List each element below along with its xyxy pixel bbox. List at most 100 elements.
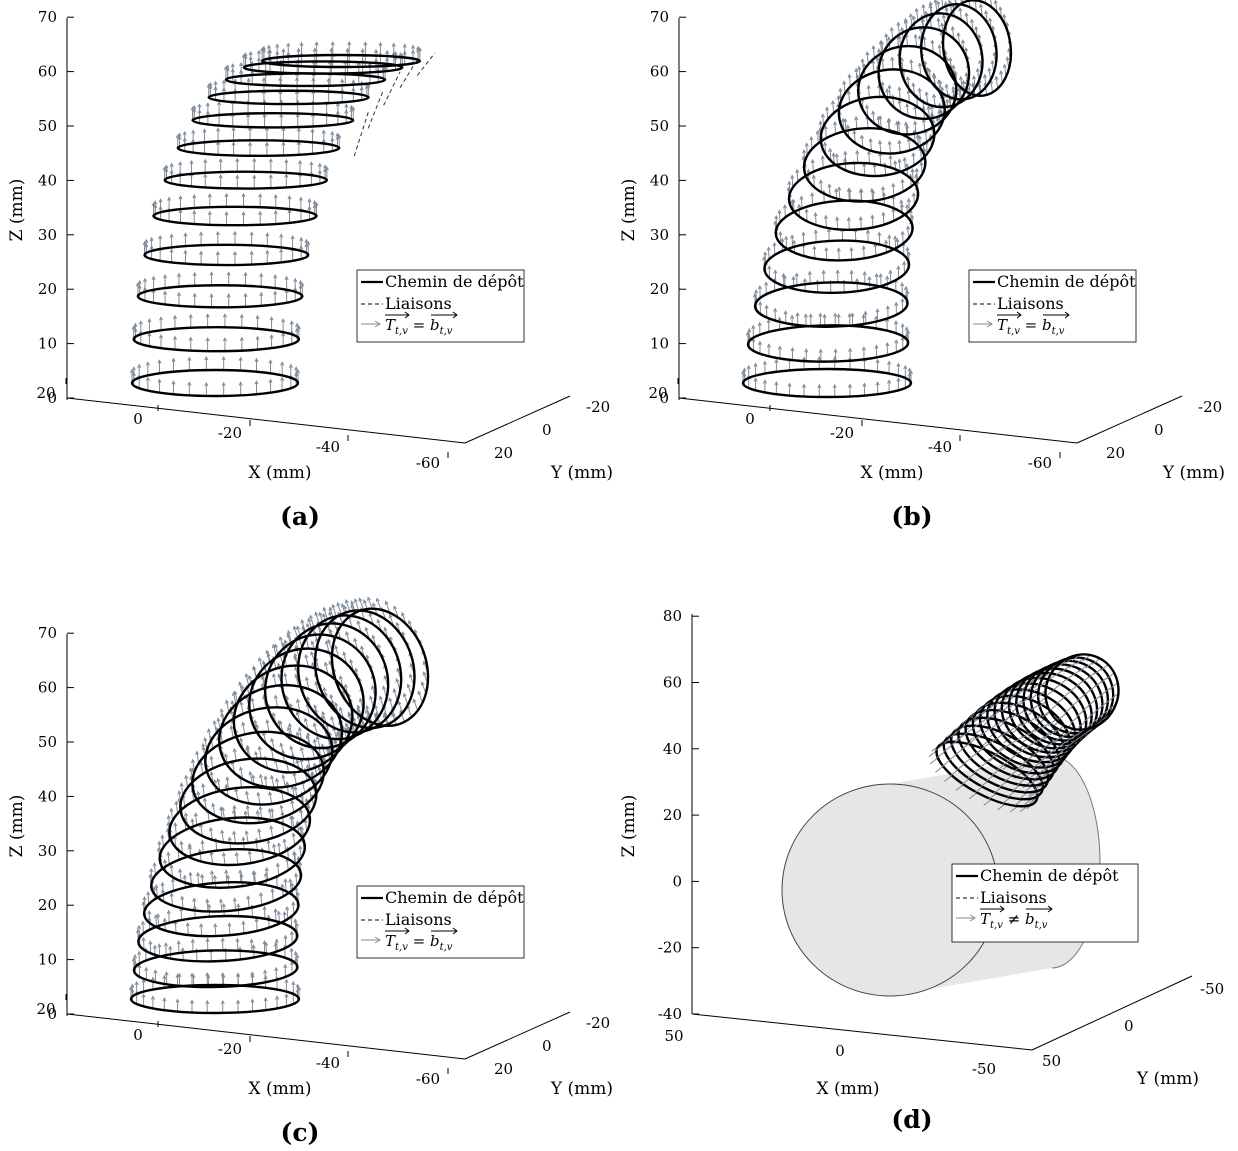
tangent-vector (259, 806, 262, 819)
tangent-vector-head (958, 75, 964, 81)
tangent-vector-head (166, 814, 171, 820)
z-tick-label: -20 (658, 939, 682, 957)
tangent-vector-head (998, 6, 1003, 11)
tangent-vector-head (353, 637, 358, 642)
tangent-vector (1068, 661, 1078, 669)
tangent-vector-head (289, 745, 294, 750)
legend-math-overarrow (997, 311, 1022, 319)
tangent-vector-head (291, 901, 296, 906)
tangent-vector-head (285, 781, 290, 786)
tangent-vector (315, 779, 318, 792)
tangent-vector-head (277, 673, 282, 678)
tangent-vector (1093, 667, 1103, 675)
z-tick-label: 50 (38, 733, 57, 751)
tangent-vector-head (187, 381, 192, 386)
tangent-vector-head (177, 132, 182, 137)
tangent-vector (309, 615, 315, 628)
y-tick-label: 0 (1124, 1017, 1134, 1035)
tangent-vector-head (803, 313, 808, 318)
tangent-vector-head (257, 656, 262, 662)
x-tick-label: 0 (745, 410, 755, 428)
tangent-vector (252, 666, 257, 679)
tangent-vector-head (268, 158, 273, 163)
x-axis-line (691, 1013, 1033, 1051)
tangent-vector (888, 85, 891, 98)
tangent-vector (975, 732, 984, 740)
tangent-vector (1091, 658, 1101, 665)
tangent-vector (965, 727, 974, 735)
tangent-vector-head (221, 806, 226, 812)
tangent-vector-head (147, 910, 152, 915)
tangent-vector-head (151, 201, 156, 207)
tangent-vector-head (961, 79, 966, 85)
tangent-vector (235, 788, 239, 801)
tangent-vector-head (915, 133, 920, 139)
tangent-vector-head (275, 777, 280, 783)
tangent-vector (1047, 719, 1057, 726)
tangent-vector (955, 784, 964, 791)
tangent-vector (813, 175, 815, 188)
tangent-vector-head (187, 842, 192, 848)
tangent-vector-head (903, 19, 908, 24)
tangent-vector-head (312, 738, 317, 743)
tangent-vector-head (158, 234, 163, 240)
deposition-ring (260, 53, 422, 69)
z-tick-label: 30 (650, 226, 669, 244)
tangent-vector-head (832, 383, 837, 389)
tangent-vector-head (763, 251, 768, 256)
tangent-vector-head (295, 322, 300, 327)
tangent-vector (258, 657, 263, 670)
tangent-vector-head (275, 43, 280, 48)
tangent-vector (811, 193, 814, 206)
tangent-vector-head (133, 322, 138, 327)
tangent-vector-head (175, 973, 180, 978)
tangent-vector-head (373, 712, 378, 717)
tangent-vector-head (945, 98, 950, 104)
tangent-vector (888, 141, 892, 154)
tangent-vector-head (354, 667, 359, 673)
tangent-vector (272, 673, 277, 686)
y-tick-label: 20 (494, 444, 513, 462)
tangent-vector (286, 858, 289, 871)
tangent-vector-head (278, 719, 283, 725)
tangent-vector-head (298, 825, 303, 831)
tangent-vector-head (178, 195, 183, 200)
tangent-vector-head (336, 601, 341, 607)
tangent-vector (280, 805, 284, 818)
tangent-vector (1002, 797, 1011, 804)
deposition-ring (935, 740, 1039, 808)
tangent-vector-head (212, 719, 217, 725)
y-tick-label: -20 (586, 398, 610, 416)
tangent-vector (348, 616, 353, 628)
tangent-vector (247, 896, 250, 909)
tangent-vector-head (836, 95, 841, 100)
tangent-vector-head (392, 688, 397, 693)
tangent-vector-head (783, 310, 788, 315)
tangent-vector-head (921, 3, 926, 9)
tangent-vector-head (875, 56, 880, 61)
tangent-vector-head (221, 903, 226, 908)
legend-label-path: Chemin de dépôt (385, 888, 524, 907)
tangent-vector-head (200, 839, 205, 845)
tangent-vector (902, 231, 904, 244)
tangent-vector-head (149, 867, 154, 873)
tangent-vector-head (246, 895, 251, 900)
tangent-vector-head (365, 709, 369, 714)
tangent-vector-head (1002, 63, 1007, 69)
tangent-vector-head (941, 14, 946, 19)
deposition-ring (136, 284, 304, 309)
tangent-vector-head (278, 636, 283, 641)
tangent-vector-head (787, 382, 792, 387)
tangent-vector (894, 236, 897, 249)
y-axis-line (464, 1011, 571, 1060)
tangent-vector-head (273, 209, 278, 215)
tangent-vector-head (831, 152, 836, 157)
tangent-vector-head (914, 7, 919, 13)
tangent-vector-head (742, 367, 747, 372)
tangent-vector-head (877, 48, 882, 53)
tangent-vector (265, 873, 268, 886)
tangent-vector-head (216, 127, 221, 132)
tangent-vector (385, 601, 391, 613)
tangent-vector-head (191, 973, 196, 978)
